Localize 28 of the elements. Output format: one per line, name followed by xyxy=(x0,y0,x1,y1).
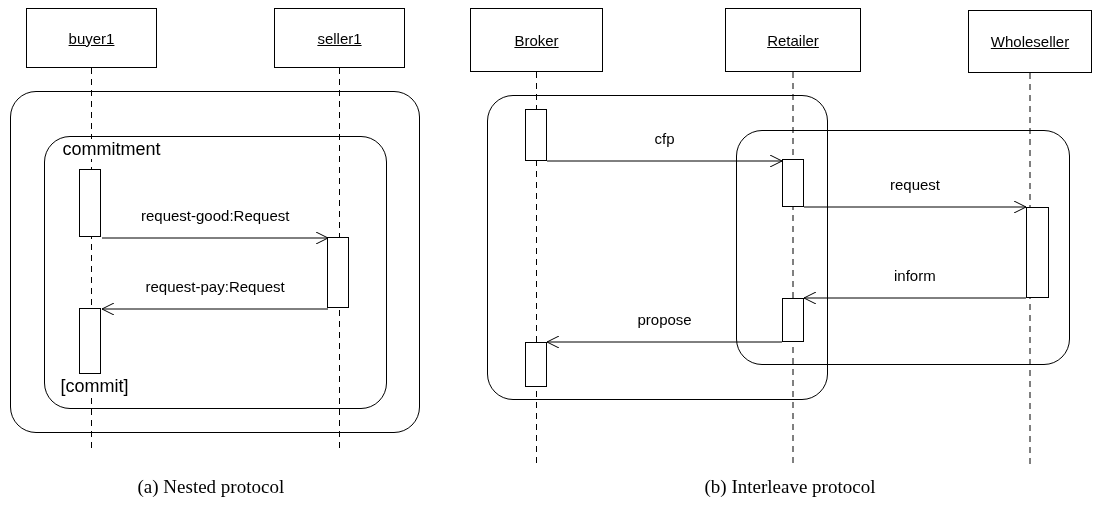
message-arrow xyxy=(803,291,1027,305)
message-label: request-good:Request xyxy=(139,207,292,224)
lifeline-head: seller1 xyxy=(274,8,405,68)
frame-title: commitment xyxy=(62,138,161,159)
activation-bar xyxy=(782,298,804,342)
message-arrow xyxy=(546,335,783,349)
lifeline-head: Broker xyxy=(470,8,603,72)
guard-condition: [commit] xyxy=(60,375,129,396)
lifeline-head: buyer1 xyxy=(26,8,157,68)
message-arrow xyxy=(101,231,329,245)
activation-bar xyxy=(79,308,101,374)
lifeline-head: Retailer xyxy=(725,8,861,72)
activation-bar xyxy=(327,237,349,308)
activation-bar xyxy=(1025,206,1049,298)
message-label: inform xyxy=(892,267,938,284)
message-arrow xyxy=(101,302,329,316)
fragment-frame xyxy=(487,95,828,400)
activation-bar xyxy=(782,159,804,207)
activation-bar xyxy=(79,169,101,237)
lifeline-head: Wholeseller xyxy=(968,10,1092,73)
caption: (b) Interleave protocol xyxy=(704,476,876,498)
caption: (a) Nested protocol xyxy=(137,476,285,498)
message-arrow xyxy=(803,200,1027,214)
activation-bar xyxy=(524,108,547,161)
message-arrow xyxy=(546,154,783,168)
message-label: cfp xyxy=(652,130,677,147)
fragment-frame xyxy=(736,130,1070,365)
activation-bar xyxy=(524,341,547,387)
